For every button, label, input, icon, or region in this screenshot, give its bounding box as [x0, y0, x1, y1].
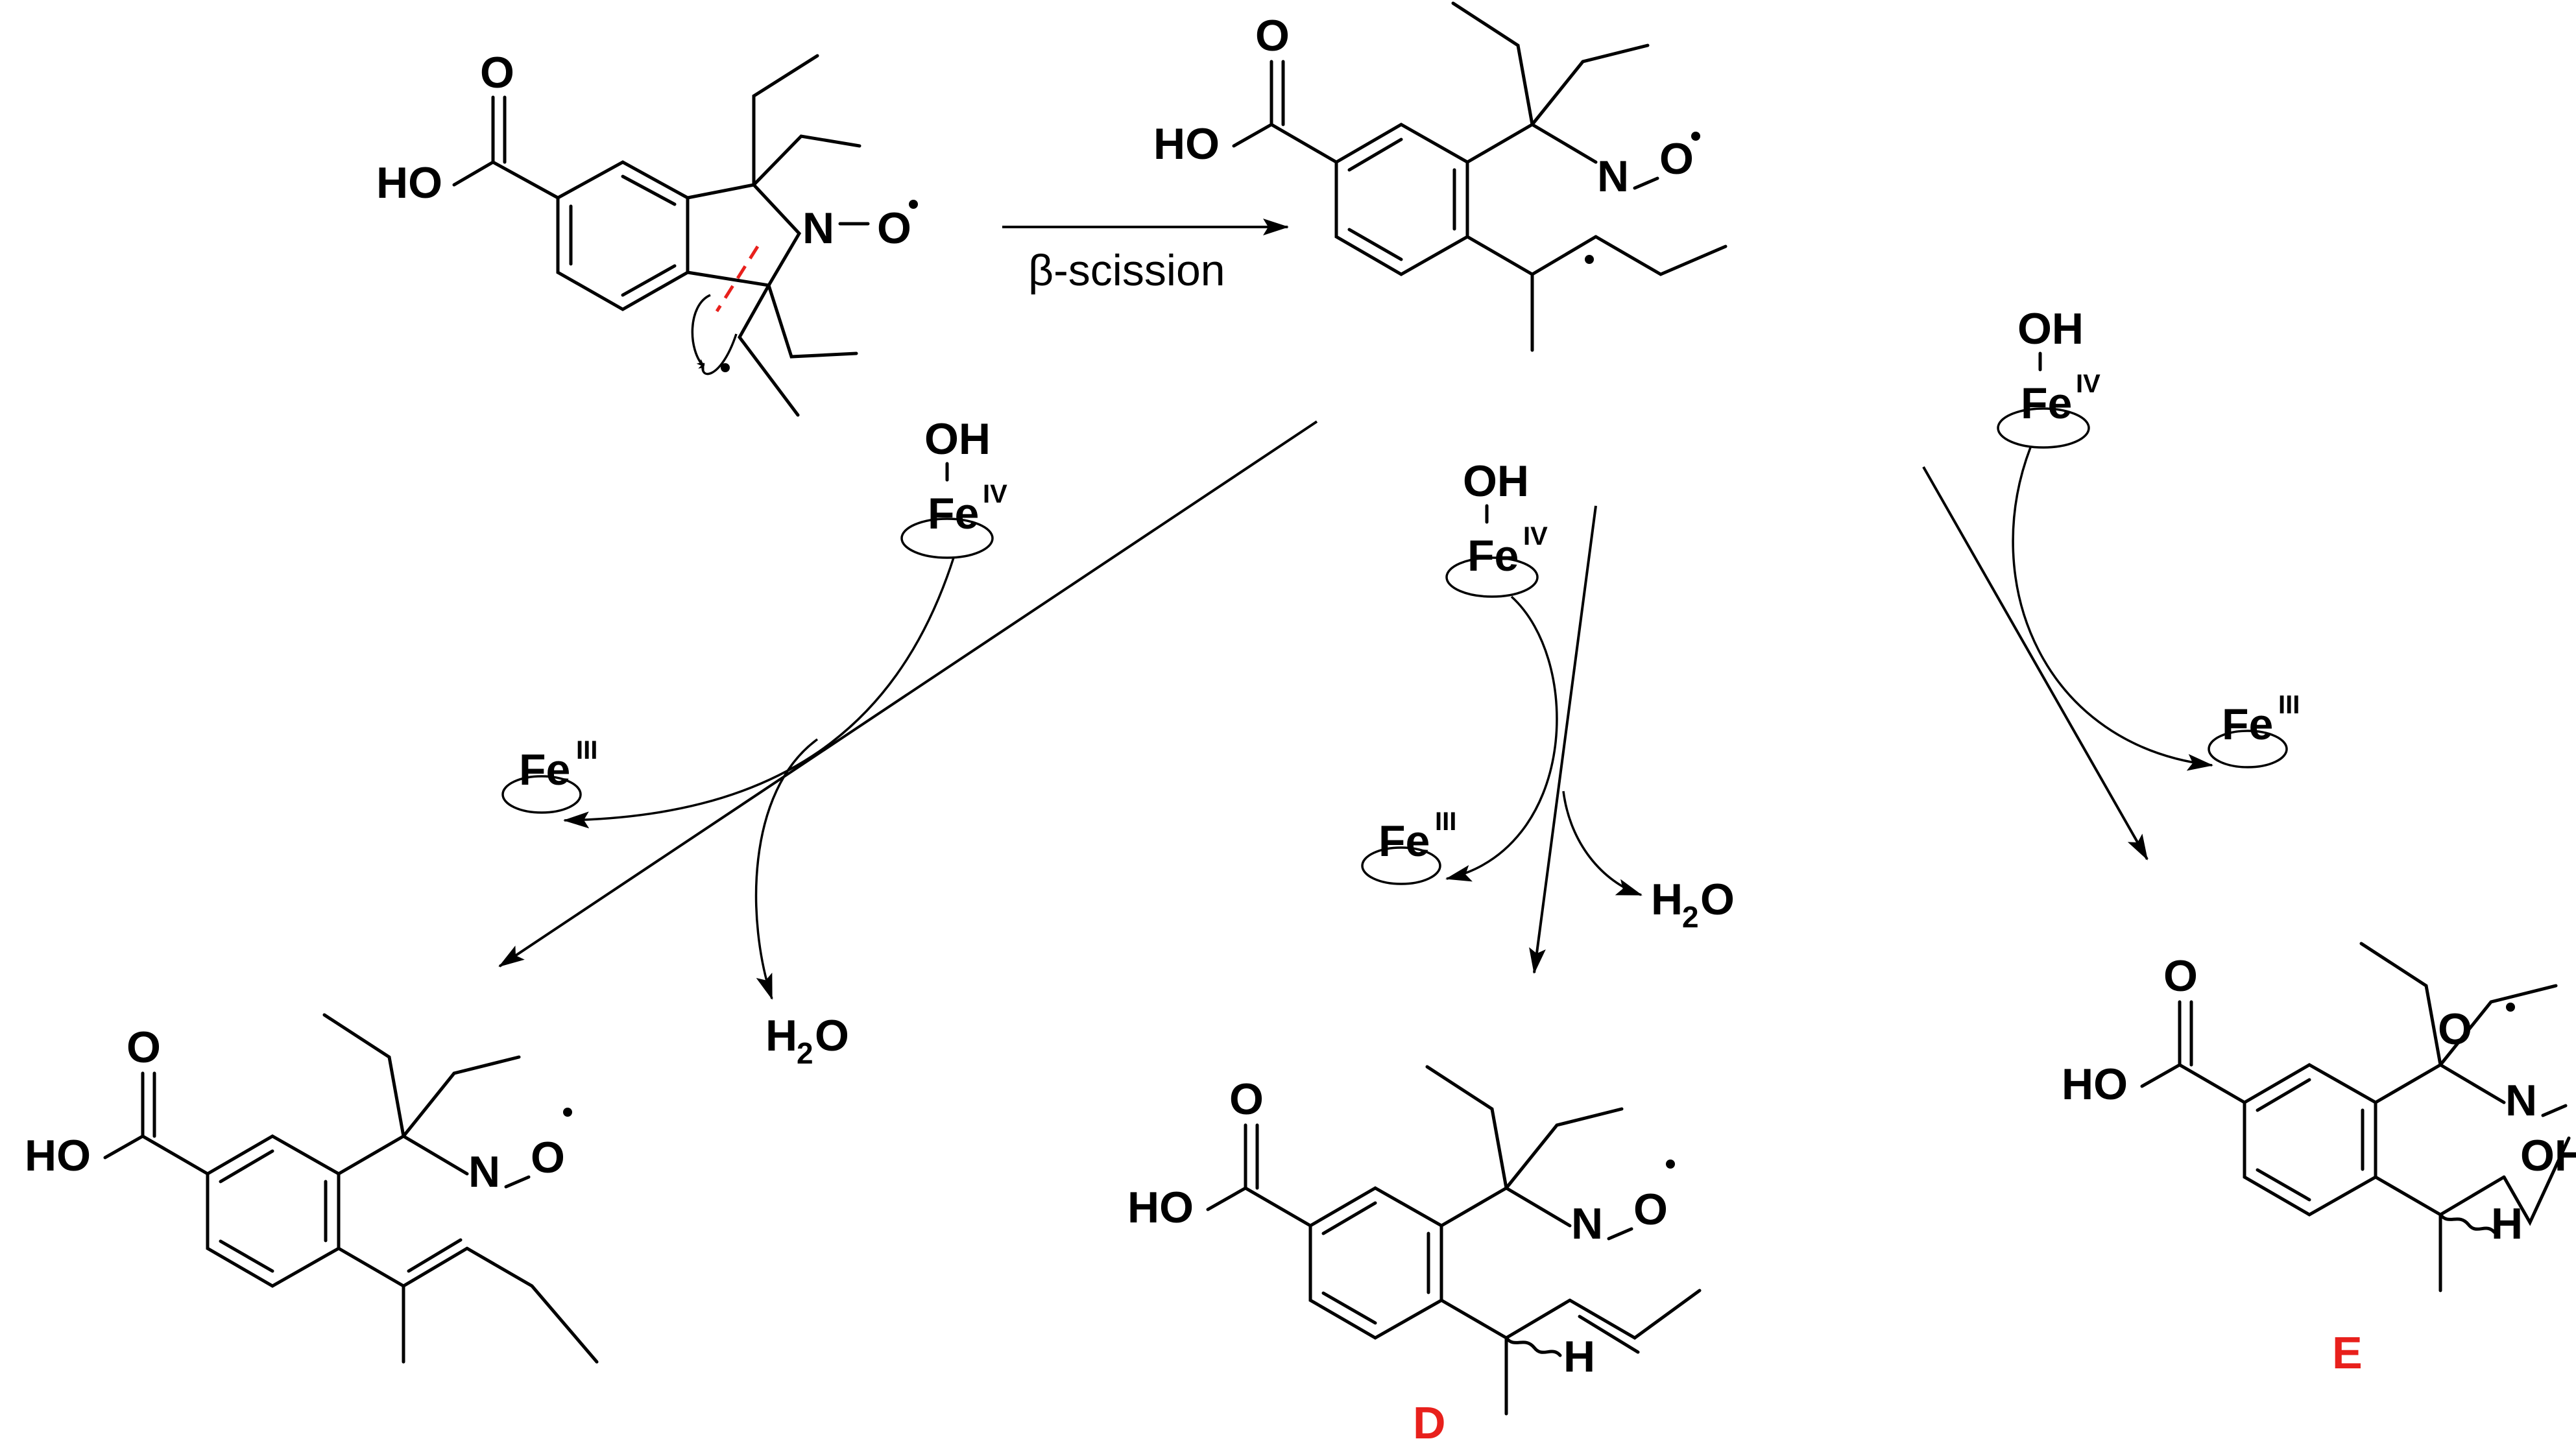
- starting-radical-molecule: O HO N O: [376, 48, 918, 417]
- atom-o: O: [126, 1023, 161, 1072]
- right-pathway: OH Fe IV Fe III: [1922, 304, 2300, 861]
- atom-o-radical: O: [877, 204, 911, 253]
- product-label-e: E: [2332, 1327, 2363, 1378]
- reagent-fe: Fe: [928, 489, 979, 538]
- middle-pathway: OH Fe IV Fe III H 2 O: [1361, 457, 1735, 974]
- reagent-oh: OH: [2017, 304, 2084, 353]
- atom-ho: HO: [2062, 1060, 2128, 1109]
- water-h: H: [1651, 875, 1683, 924]
- atom-h: H: [1563, 1332, 1595, 1381]
- atom-o: O: [480, 48, 514, 97]
- atom-n: N: [802, 204, 834, 253]
- atom-o-radical: O: [1633, 1185, 1668, 1234]
- beta-scission-label: β-scission: [1028, 246, 1225, 295]
- atom-ho: HO: [25, 1131, 91, 1180]
- oxidation-state-iii: III: [576, 736, 597, 765]
- product-label-d: D: [1413, 1398, 1446, 1448]
- water-o: O: [1700, 875, 1735, 924]
- atom-ho: HO: [376, 158, 442, 208]
- oxidation-state-iv: IV: [983, 480, 1007, 508]
- water-2: 2: [1682, 900, 1699, 934]
- water-o: O: [815, 1011, 849, 1060]
- atom-o: O: [2163, 951, 2198, 1001]
- reagent-fe: Fe: [1467, 531, 1519, 580]
- water-h: H: [765, 1011, 797, 1060]
- oxidation-state-iii: III: [2278, 691, 2300, 719]
- atom-n: N: [1571, 1199, 1603, 1248]
- product-fe: Fe: [519, 745, 570, 794]
- product-fe: Fe: [1378, 816, 1430, 866]
- atom-h: H: [2491, 1199, 2523, 1248]
- left-pathway: OH Fe IV Fe III H 2 O: [498, 414, 1318, 1070]
- left-reaction-arrow: [498, 420, 1318, 968]
- middle-reaction-arrow: [1529, 505, 1597, 974]
- atom-o-radical: O: [1659, 134, 1694, 184]
- atom-n: N: [1597, 152, 1629, 201]
- atom-o: O: [1255, 11, 1290, 60]
- atom-o-radical: O: [2438, 1005, 2472, 1054]
- reagent-oh: OH: [1463, 457, 1529, 506]
- product-fe: Fe: [2222, 700, 2273, 749]
- atom-ho: HO: [1127, 1183, 1194, 1232]
- reagent-fe: Fe: [2021, 379, 2072, 428]
- atom-n: N: [468, 1147, 500, 1196]
- reagent-oh: OH: [924, 414, 991, 464]
- atom-oh: OH: [2520, 1131, 2576, 1180]
- atom-n: N: [2505, 1076, 2537, 1125]
- right-reaction-arrow: [1922, 466, 2149, 861]
- oxidation-state-iii: III: [1435, 807, 1456, 836]
- oxidation-state-iv: IV: [1523, 522, 1548, 551]
- atom-o: O: [1229, 1075, 1264, 1124]
- ring-expanded-radical-molecule: O HO N O: [1153, 1, 1727, 352]
- water-2: 2: [797, 1036, 813, 1070]
- oxidation-state-iv: IV: [2076, 370, 2101, 398]
- radical-dot: [721, 363, 730, 372]
- product-e-molecule: O HO N O OH H E: [2062, 942, 2576, 1378]
- enamine-product-molecule: O HO N O: [25, 1013, 599, 1364]
- atom-ho: HO: [1153, 119, 1220, 169]
- product-d-molecule: O HO N O H D: [1127, 1065, 1702, 1448]
- atom-o-radical: O: [531, 1133, 565, 1182]
- beta-scission-step: β-scission: [1002, 219, 1289, 295]
